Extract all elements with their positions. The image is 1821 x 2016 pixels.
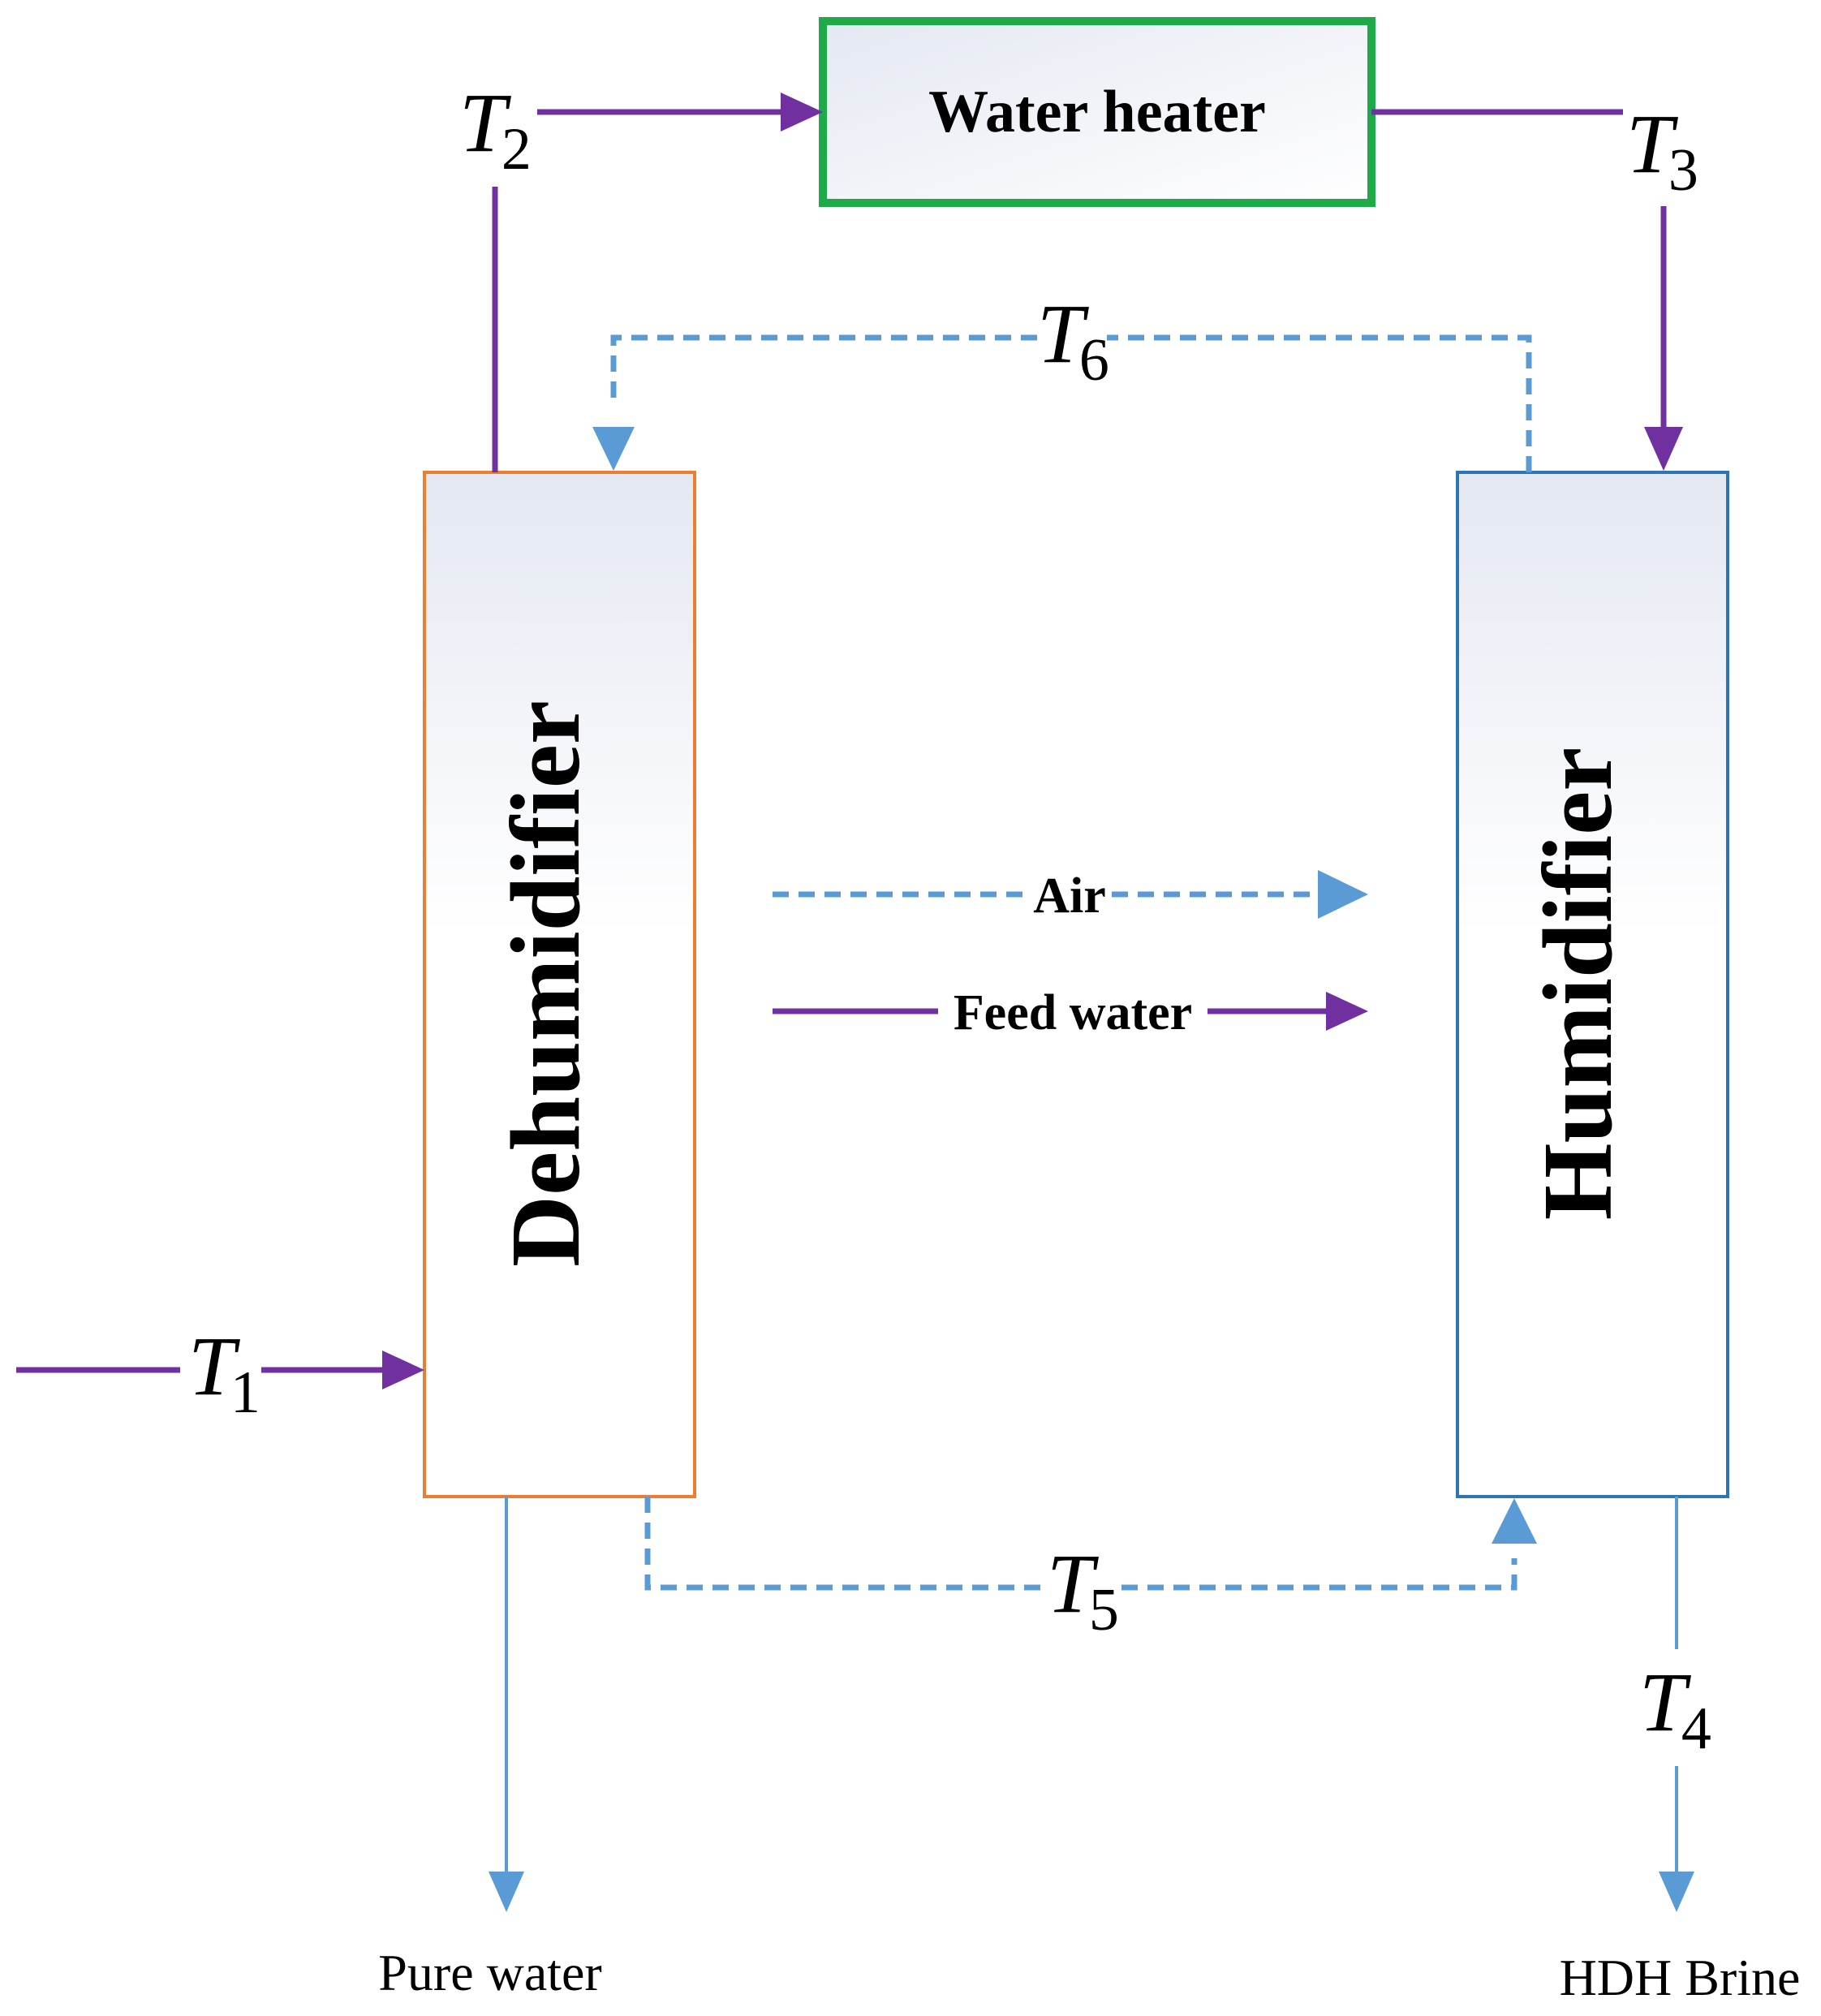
air-line-t6-right [1107, 334, 1532, 472]
humidifier-label: Humidifier [1523, 747, 1633, 1221]
legend-feed-water-arrowhead [1326, 992, 1368, 1031]
arrowhead-air-into-dehumidifier [592, 427, 635, 471]
dehumidifier-box [423, 471, 696, 1498]
state-label-t5: T5 [1047, 1537, 1119, 1643]
air-line-t5-left [644, 1497, 1048, 1591]
humidifier-box [1456, 471, 1729, 1498]
state-label-t1: T1 [188, 1320, 260, 1426]
air-flow-lines [610, 334, 1532, 1591]
legend-air-label: Air [1033, 868, 1106, 924]
legend-air-arrowhead [1318, 870, 1368, 919]
state-label-t6: T6 [1037, 287, 1109, 394]
output-lines [489, 1497, 1694, 1912]
pure-water-label: Pure water [378, 1944, 601, 2001]
water-heater-label: Water heater [928, 79, 1266, 145]
arrowhead-air-into-humidifier [1492, 1498, 1537, 1544]
dehumidifier-label: Dehumidifier [491, 700, 601, 1267]
arrowhead-into-humidifier [1644, 427, 1683, 471]
air-line-t5-right [1121, 1558, 1518, 1591]
legend-feed-water-label: Feed water [954, 985, 1192, 1040]
arrowhead-into-heater [781, 93, 823, 131]
state-label-t2: T2 [459, 76, 532, 183]
air-arrowheads [592, 427, 1537, 1544]
water-flow-lines [16, 93, 1683, 1389]
state-label-t3: T3 [1626, 97, 1698, 204]
pure-water-arrowhead [489, 1872, 524, 1912]
brine-arrowhead [1659, 1872, 1694, 1912]
air-line-t6-left [610, 334, 1037, 406]
arrowhead-into-dehumidifier [382, 1350, 424, 1389]
state-label-t4: T4 [1639, 1656, 1711, 1762]
hdh-brine-label: HDH Brine [1560, 1949, 1801, 2006]
